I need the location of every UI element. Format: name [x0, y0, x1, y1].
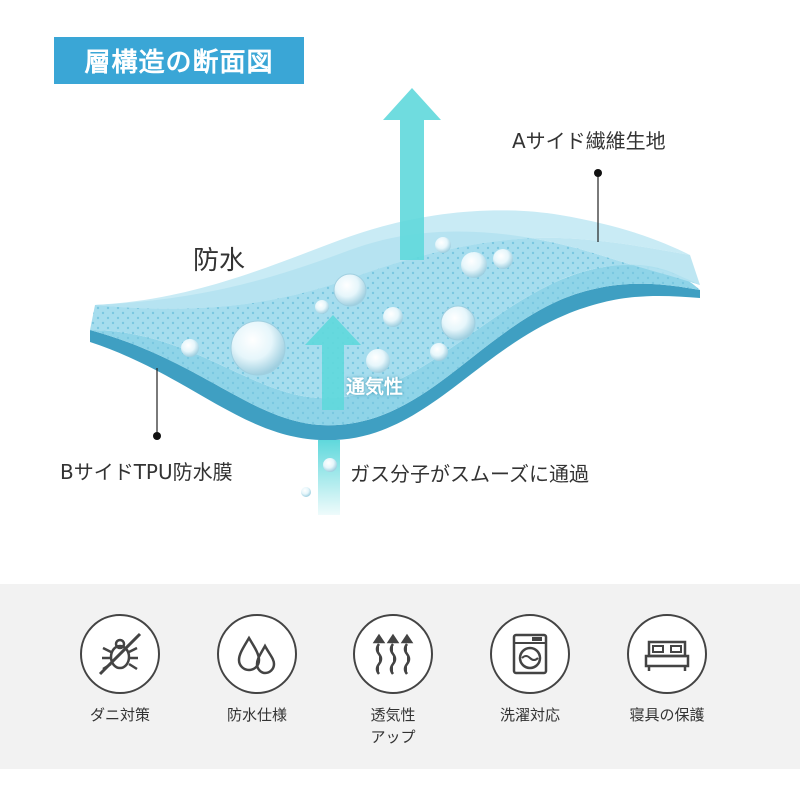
- features-panel: ダニ対策 防水仕様 透気性 アップ: [0, 584, 800, 769]
- feature-label: 洗濯対応: [499, 706, 560, 724]
- feature-label: ダニ対策: [89, 706, 150, 724]
- breathable-arrows-icon: [372, 633, 414, 675]
- b-side-label: BサイドTPU防水膜: [60, 460, 233, 484]
- feature-breathable: 透気性 アップ: [323, 614, 463, 748]
- a-side-label: Aサイド繊維生地: [512, 129, 666, 153]
- gas-label: ガス分子がスムーズに通過: [350, 462, 589, 486]
- feature-label-line2: アップ: [370, 728, 416, 746]
- water-drops-icon: [237, 635, 276, 675]
- bed-icon: [644, 640, 690, 671]
- vapor-arrow-middle-icon: [305, 315, 361, 410]
- breathable-label: 通気性: [346, 376, 404, 398]
- feature-waterproof: 防水仕様: [187, 614, 327, 726]
- no-mite-icon: [98, 632, 142, 676]
- b-side-callout-dot: [153, 432, 161, 440]
- feature-label: 寝具の保護: [629, 706, 705, 724]
- vapor-stem: [318, 440, 340, 515]
- feature-label: 透気性: [370, 706, 416, 724]
- page-title: 層構造の断面図: [54, 37, 304, 84]
- b-side-layer-edge: [90, 283, 700, 441]
- feature-bedding: 寝具の保護: [597, 614, 737, 726]
- feature-mite: ダニ対策: [50, 614, 190, 726]
- waterproof-label: 防水: [193, 246, 246, 276]
- layer-cross-section-diagram: [90, 88, 700, 515]
- water-drops: [181, 237, 513, 497]
- washing-machine-icon: [512, 633, 548, 675]
- feature-washable: 洗濯対応: [460, 614, 600, 726]
- vapor-arrow-top-icon: [383, 88, 441, 260]
- feature-label: 防水仕様: [226, 706, 287, 724]
- a-side-callout-dot: [594, 169, 602, 177]
